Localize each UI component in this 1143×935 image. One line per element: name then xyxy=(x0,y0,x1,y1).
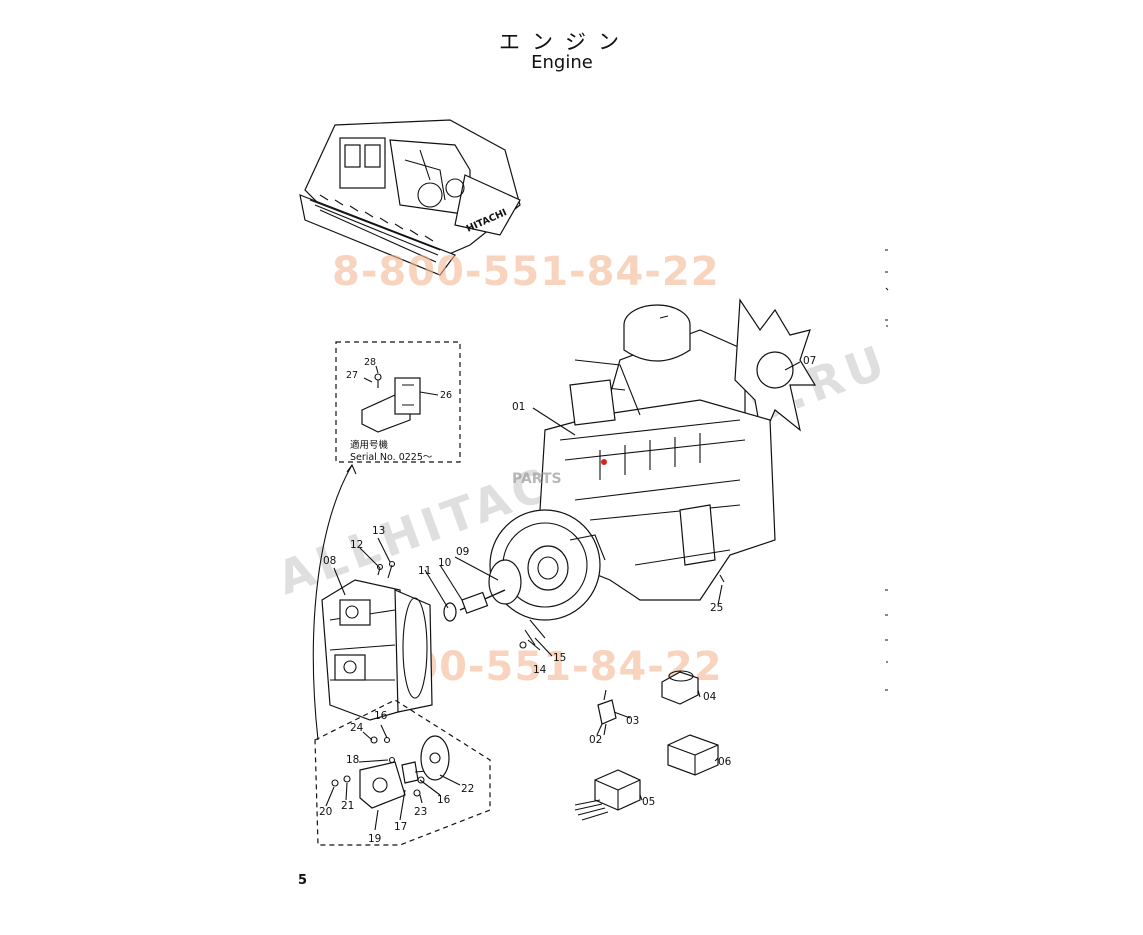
callout-24: 24 xyxy=(350,722,364,734)
callout-26: 26 xyxy=(440,390,452,401)
hydraulic-pump xyxy=(321,560,433,721)
callout-23: 23 xyxy=(414,806,427,818)
callout-07: 07 xyxy=(803,355,816,367)
title-english: Engine xyxy=(531,52,593,73)
engine-assembly xyxy=(443,298,817,649)
inset-serial-label: Serial No. 0225～ xyxy=(350,452,433,463)
callout-28: 28 xyxy=(364,357,376,368)
callout-16-upper: 16 xyxy=(374,710,388,722)
callout-03: 03 xyxy=(626,715,639,727)
callout-01: 01 xyxy=(512,401,525,413)
callout-19: 19 xyxy=(368,833,381,845)
excavator-illustration: HITACHI xyxy=(299,119,521,276)
inset-pointer-arrow xyxy=(312,464,353,741)
callout-08: 08 xyxy=(323,555,336,567)
callout-22: 22 xyxy=(461,783,474,795)
margin-marks xyxy=(885,249,889,691)
callout-12: 12 xyxy=(350,539,363,551)
callout-21: 21 xyxy=(341,800,354,812)
callout-02: 02 xyxy=(589,734,602,746)
callout-14: 14 xyxy=(533,664,547,676)
electrical-parts xyxy=(574,670,719,821)
callout-06: 06 xyxy=(718,756,732,768)
page-number: 5 xyxy=(298,873,308,888)
callout-labels: 01 07 08 09 10 11 12 13 14 15 25 04 03 0… xyxy=(319,355,816,845)
callout-15: 15 xyxy=(553,652,566,664)
watermark-red-dot xyxy=(601,459,607,465)
inset-bottom xyxy=(314,699,491,846)
inset-top: 27 28 26 適用号機 Serial No. 0225～ xyxy=(335,341,461,463)
callout-18: 18 xyxy=(346,754,359,766)
callout-11: 11 xyxy=(418,565,431,577)
watermark-phone-top: 8-800-551-84-22 xyxy=(332,249,720,295)
callout-13: 13 xyxy=(372,525,385,537)
title-japanese: エンジン xyxy=(499,30,631,54)
callout-27: 27 xyxy=(346,370,358,381)
callout-05: 05 xyxy=(642,796,655,808)
callout-20: 20 xyxy=(319,806,332,818)
callout-25: 25 xyxy=(710,602,723,614)
inset-applicable-label: 適用号機 xyxy=(350,439,389,451)
callout-09: 09 xyxy=(456,546,469,558)
watermark-logo: PARTS xyxy=(512,471,562,487)
callout-10: 10 xyxy=(438,557,451,569)
callout-04: 04 xyxy=(703,691,717,703)
leader-lines xyxy=(325,361,801,831)
callout-17: 17 xyxy=(394,821,407,833)
callout-16-lower: 16 xyxy=(437,794,451,806)
